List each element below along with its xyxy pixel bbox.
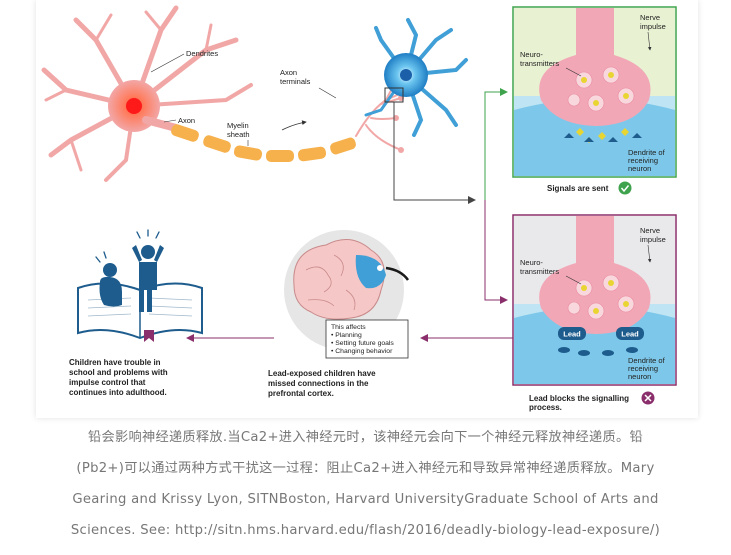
brain-caption-3: prefrontal cortex. [268,389,334,398]
caption-line-4: Sciences. See: http://sitn.hms.harvard.e… [70,523,661,538]
status-signals-sent: Signals are sent [547,184,609,193]
label-terminals-1: Axon [280,68,297,77]
label-axon: Axon [178,116,195,125]
children-caption-4: continues into adulthood. [69,388,167,397]
affects-title: This affects [331,324,366,331]
top-neuro-1: Neuro- [520,50,543,59]
figure-caption: 铅会影响神经递质释放.当Ca2+进入神经元时，该神经元会向下一个神经元释放神经递… [0,422,731,546]
label-terminals-2: terminals [280,77,311,86]
receiving-neuron [364,18,468,137]
lead-block-2: Lead [616,327,644,340]
status-lead-blocks-1: Lead blocks the signalling [529,394,629,403]
bottom-dendrite-2: receiving [628,364,658,373]
affects-box: This affects • Planning • Setting future… [325,319,409,359]
caption-line-3: Gearing and Krissy Lyon, SITNBoston, Har… [72,492,659,507]
top-dendrite-1: Dendrite of [628,148,666,157]
svg-text:Lead: Lead [563,330,581,339]
bottom-dendrite-3: neuron [628,372,651,381]
bottom-neuro-2: transmitters [520,267,559,276]
children-caption-1: Children have trouble in [69,358,161,367]
diagram-canvas: Dendrites Axon Myelin sheath Axon termin… [41,5,677,412]
status-lead-blocks-2: process. [529,403,562,412]
brain-caption-2: missed connections in the [268,379,369,388]
lead-neuron-diagram: Dendrites Axon Myelin sheath Axon termin… [36,0,698,418]
arrow-to-bottom-panel [484,200,508,304]
bottom-nerve-2: impulse [640,235,666,244]
top-dendrite-2: receiving [628,156,658,165]
label-myelin-2: sheath [227,130,250,139]
sending-neuron [41,5,407,182]
panel-lead-blocks: Lead Lead Nerve impulse Neuro- transmitt… [512,214,677,386]
arrow-to-bottom-panel-gray [393,102,476,204]
caption-line-2: (Pb2+)可以通过两种方式干扰这一过程：阻止Ca2+进入神经元和导致异常神经递… [76,461,655,476]
brain-caption-1: Lead-exposed children have [268,369,376,378]
bottom-nerve-1: Nerve [640,226,660,235]
label-myelin-1: Myelin [227,121,249,130]
top-dendrite-3: neuron [628,164,651,173]
lead-block-1: Lead [558,327,586,340]
bottom-neuro-1: Neuro- [520,258,543,267]
top-neuro-2: transmitters [520,59,559,68]
children-book-illustration [77,229,203,342]
panel-signals-sent: Nerve impulse Neuro- transmitters Dendri… [512,6,677,178]
affects-item-behavior: • Changing behavior [331,348,393,355]
top-nerve-2: impulse [640,22,666,31]
check-icon [618,181,632,195]
myelin-sheath [171,124,356,162]
children-caption-3: impulse control that [69,378,146,387]
bottom-dendrite-1: Dendrite of [628,356,666,365]
affects-item-goals: • Setting future goals [331,340,394,347]
affects-item-planning: • Planning [331,332,362,339]
caption-line-1: 铅会影响神经递质释放.当Ca2+进入神经元时，该神经元会向下一个神经元释放神经递… [88,430,643,445]
arrow-to-top-panel [484,88,508,200]
label-dendrites: Dendrites [186,49,218,58]
cross-icon [641,391,655,405]
svg-text:Lead: Lead [621,330,639,339]
top-nerve-1: Nerve [640,13,660,22]
children-caption-2: school and problems with [69,368,168,377]
